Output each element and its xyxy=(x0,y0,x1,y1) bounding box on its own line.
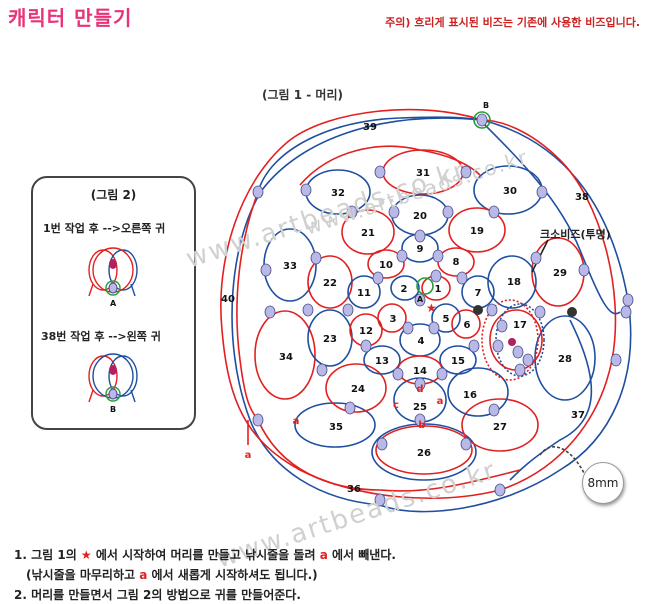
num-10: 10 xyxy=(379,260,393,271)
num-9: 9 xyxy=(417,244,424,255)
left-ear-diagram: B xyxy=(88,353,138,414)
num-22: 22 xyxy=(323,278,337,289)
cell-35 xyxy=(294,402,376,448)
size-pointer xyxy=(539,446,586,476)
cell-27 xyxy=(461,398,539,452)
warning-note: 주의) 흐리게 표시된 비즈는 기존에 사용한 비즈입니다. xyxy=(385,16,640,29)
num-1: 1 xyxy=(435,284,442,295)
cell-18 xyxy=(487,255,537,309)
cell-24 xyxy=(325,363,387,413)
num-36: 36 xyxy=(347,484,361,495)
ear-label-A: A xyxy=(110,299,117,308)
num-11: 11 xyxy=(357,288,371,299)
num-12: 12 xyxy=(359,326,373,337)
cell-2 xyxy=(390,275,420,301)
num-7: 7 xyxy=(475,288,482,299)
num-23: 23 xyxy=(323,334,337,345)
cell-13 xyxy=(363,345,401,375)
num-28: 28 xyxy=(558,354,572,365)
cell-19 xyxy=(448,207,506,253)
cell-28 xyxy=(534,315,596,401)
letter-a-left: a xyxy=(245,450,252,461)
ear-dotted-blue xyxy=(495,303,545,377)
num-26: 26 xyxy=(417,448,431,459)
crystal-bead-label: 크소비즈(투명) xyxy=(540,228,611,241)
letter-B: B xyxy=(483,101,489,110)
num-27: 27 xyxy=(493,422,507,433)
start-star-icon: ★ xyxy=(426,301,437,315)
figure2-title: (그림 2) xyxy=(90,188,137,202)
instruction-line-1: 1. 그림 1의 ★ 에서 시작하여 머리를 만들고 낚시줄을 돌려 a 에서 … xyxy=(14,548,396,562)
cell-11 xyxy=(347,275,381,309)
size-badge: 8mm xyxy=(582,462,624,504)
num-31: 31 xyxy=(416,168,430,179)
num-16: 16 xyxy=(463,390,477,401)
ring-36-red xyxy=(257,419,521,492)
num-21: 21 xyxy=(361,228,375,239)
cell-21 xyxy=(341,209,395,255)
num-39: 39 xyxy=(363,122,377,133)
cell-6 xyxy=(451,309,481,339)
star-icon: ★ xyxy=(80,548,92,562)
num-34: 34 xyxy=(279,352,293,363)
instruction-line-2: (낚시줄을 마무리하고 a 에서 새롭게 시작하셔도 됩니다.) xyxy=(26,568,318,582)
instruction-line-3: 2. 머리를 만들면서 그림 2의 방법으로 귀를 만들어준다. xyxy=(14,588,301,602)
ring-38-blue xyxy=(481,121,621,315)
cell-34 xyxy=(254,310,316,400)
num-15: 15 xyxy=(451,356,465,367)
num-17: 17 xyxy=(513,320,527,331)
ear-dotted-red xyxy=(481,299,539,381)
letter-a-right: a xyxy=(293,416,300,427)
cell-15 xyxy=(439,345,477,375)
letter-A: A xyxy=(417,295,424,304)
num-4: 4 xyxy=(418,336,425,347)
figure2-panel: (그림 2) 1번 작업 후 -->오른쪽 귀 A 38번 작업 후 -->왼쪽… xyxy=(31,176,196,430)
num-25: 25 xyxy=(413,402,427,413)
cell-10 xyxy=(367,249,405,279)
num-30: 30 xyxy=(503,186,517,197)
num-18: 18 xyxy=(507,277,521,288)
num-33: 33 xyxy=(283,261,297,272)
ring-37-blue xyxy=(509,319,593,481)
cell-26-red xyxy=(375,425,473,475)
ring-39-red xyxy=(299,145,481,186)
figure2-step1: 1번 작업 후 -->오른쪽 귀 xyxy=(43,222,166,235)
num-40: 40 xyxy=(221,294,235,305)
right-ear-diagram: A xyxy=(88,247,138,308)
num-20: 20 xyxy=(413,211,427,222)
num-3: 3 xyxy=(390,314,397,325)
num-13: 13 xyxy=(375,356,389,367)
letter-a-center: a xyxy=(437,396,444,407)
num-37: 37 xyxy=(571,410,585,421)
figure2-step2: 38번 작업 후 -->왼쪽 귀 xyxy=(41,330,161,343)
outer-red-ring xyxy=(220,108,617,499)
num-8: 8 xyxy=(453,257,460,268)
num-24: 24 xyxy=(351,384,365,395)
cell-numbers: 1 2 3 4 5 6 7 8 9 10 11 12 13 14 15 16 1… xyxy=(221,122,589,495)
num-14: 14 xyxy=(413,366,427,377)
cell-16 xyxy=(447,367,509,417)
letter-d: d xyxy=(416,384,423,395)
outer-blue-ring-2 xyxy=(257,116,483,193)
num-35: 35 xyxy=(329,422,343,433)
figure1-caption: (그림 1 - 머리) xyxy=(262,88,343,102)
num-32: 32 xyxy=(331,188,345,199)
num-19: 19 xyxy=(470,226,484,237)
letter-c: c xyxy=(393,400,399,411)
page-title: 캐릭터 만들기 xyxy=(8,6,133,30)
num-38: 38 xyxy=(575,192,589,203)
letter-b: b xyxy=(418,420,425,431)
num-2: 2 xyxy=(401,284,408,295)
num-5: 5 xyxy=(443,314,450,325)
ear-label-B: B xyxy=(110,405,116,414)
ring-40-red xyxy=(236,191,259,421)
num-6: 6 xyxy=(464,320,471,331)
cell-3 xyxy=(377,303,407,333)
num-29: 29 xyxy=(553,268,567,279)
cell-5 xyxy=(431,303,461,333)
